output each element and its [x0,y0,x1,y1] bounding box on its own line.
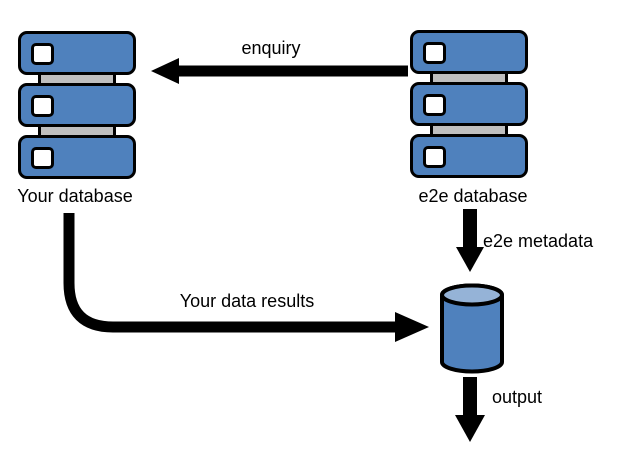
e2e-database-server-icon [410,30,528,178]
your-data-results-label: Your data results [179,291,315,311]
output-label: output [492,387,543,407]
server-unit [18,83,136,127]
your-database-label: Your database [17,186,133,206]
server-unit [18,31,136,75]
server-bay [31,147,54,169]
server-bay [423,146,446,168]
server-bay [31,43,54,65]
enquiry-arrow [151,58,408,84]
e2e-metadata-arrow [456,209,484,272]
server-bay [423,42,446,64]
output-arrow [455,377,485,442]
server-unit [410,134,528,178]
server-unit [410,30,528,74]
your-data-results-arrow [63,213,429,342]
enquiry-label: enquiry [241,38,301,58]
server-bay [31,95,54,117]
e2e-database-label: e2e database [418,186,528,206]
server-unit [410,82,528,126]
server-bay [423,94,446,116]
your-database-server-icon [18,31,136,179]
results-store-cylinder-icon [440,283,504,374]
e2e-metadata-label: e2e metadata [483,231,594,251]
server-unit [18,135,136,179]
